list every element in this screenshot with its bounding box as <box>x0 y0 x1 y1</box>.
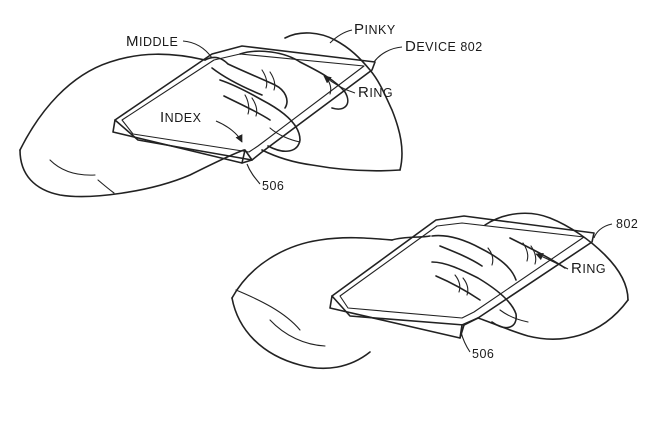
bottom-hand <box>231 212 629 370</box>
label-802-bottom: 802 <box>616 217 638 231</box>
bottom-drawing: 802 RING 506 <box>231 212 638 370</box>
label-pinky: PINKY <box>354 21 396 38</box>
label-middle: MIDDLE <box>126 33 178 50</box>
top-drawing: MIDDLE PINKY DEVICE 802 RING INDEX 506 <box>19 21 483 198</box>
label-device-802: DEVICE 802 <box>405 38 483 55</box>
top-hand <box>19 32 403 198</box>
label-ring-bottom: RING <box>571 260 606 277</box>
bottom-device <box>329 215 595 339</box>
label-index: INDEX <box>160 109 202 126</box>
top-device <box>112 45 376 164</box>
label-506-top: 506 <box>262 179 284 193</box>
label-506-bottom: 506 <box>472 347 494 361</box>
label-ring-top: RING <box>358 84 393 101</box>
